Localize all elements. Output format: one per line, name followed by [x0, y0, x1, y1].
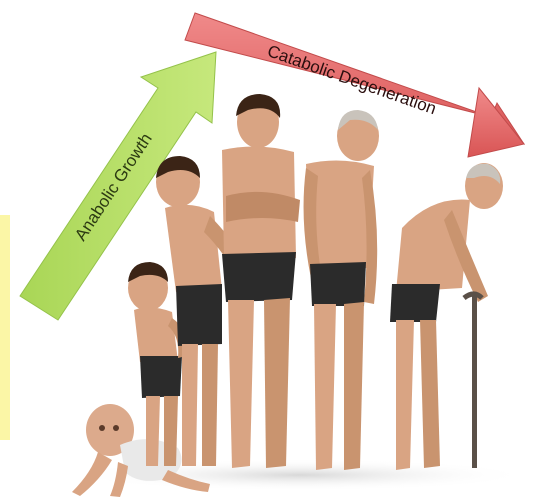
figure-elderly-man	[390, 163, 503, 470]
child-torso	[165, 205, 222, 292]
young-man-leg	[228, 300, 254, 468]
degeneration-arrow-head	[468, 88, 524, 157]
toddler-shorts	[140, 356, 182, 398]
child-leg-2	[202, 344, 218, 466]
baby-eye-2	[113, 425, 119, 431]
toddler-torso	[134, 307, 178, 362]
figure-young-man	[222, 94, 300, 468]
young-man-leg-2	[264, 298, 290, 468]
young-man-shorts	[222, 252, 296, 302]
degeneration-arrow-label: Catabolic Degeneration	[265, 41, 439, 118]
elderly-man-leg-2	[420, 320, 440, 468]
child-shorts	[176, 284, 222, 346]
toddler-leg-2	[164, 396, 178, 466]
older-man-leg	[314, 304, 336, 470]
child-leg	[182, 344, 198, 466]
baby-eye	[99, 425, 105, 431]
elderly-man-leg	[396, 320, 414, 470]
toddler-leg	[146, 396, 160, 466]
cane	[472, 296, 477, 468]
elderly-man-shorts	[390, 284, 440, 322]
older-man-shorts	[310, 262, 366, 306]
older-man-leg-2	[344, 302, 364, 470]
figure-older-man	[304, 110, 379, 470]
